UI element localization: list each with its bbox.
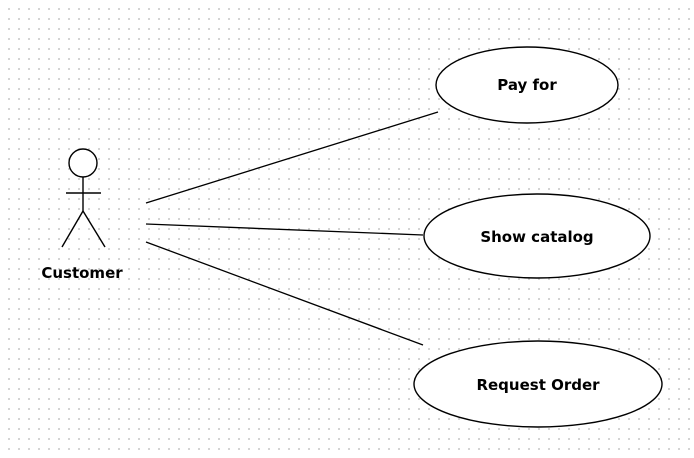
actor-customer[interactable]: Customer — [41, 148, 123, 282]
actor-name-label: Customer — [41, 264, 123, 282]
use-case-label: Request Order — [476, 376, 600, 394]
association-customer-show-catalog[interactable] — [145, 223, 424, 236]
use-case-label: Show catalog — [480, 228, 593, 246]
association-customer-request-order[interactable] — [145, 241, 424, 346]
use-case-label: Pay for — [497, 76, 557, 94]
actor-left-leg — [61, 210, 84, 248]
actor-right-leg — [82, 210, 106, 248]
use-case-ellipse — [423, 193, 651, 279]
use-case-ellipse — [435, 46, 619, 124]
association-customer-pay-for[interactable] — [145, 111, 439, 204]
use-case-pay-for[interactable]: Pay for — [435, 46, 619, 124]
use-case-ellipse — [413, 340, 663, 428]
use-case-request-order[interactable]: Request Order — [413, 340, 663, 428]
actor-head — [68, 148, 98, 178]
use-case-show-catalog[interactable]: Show catalog — [423, 193, 651, 279]
